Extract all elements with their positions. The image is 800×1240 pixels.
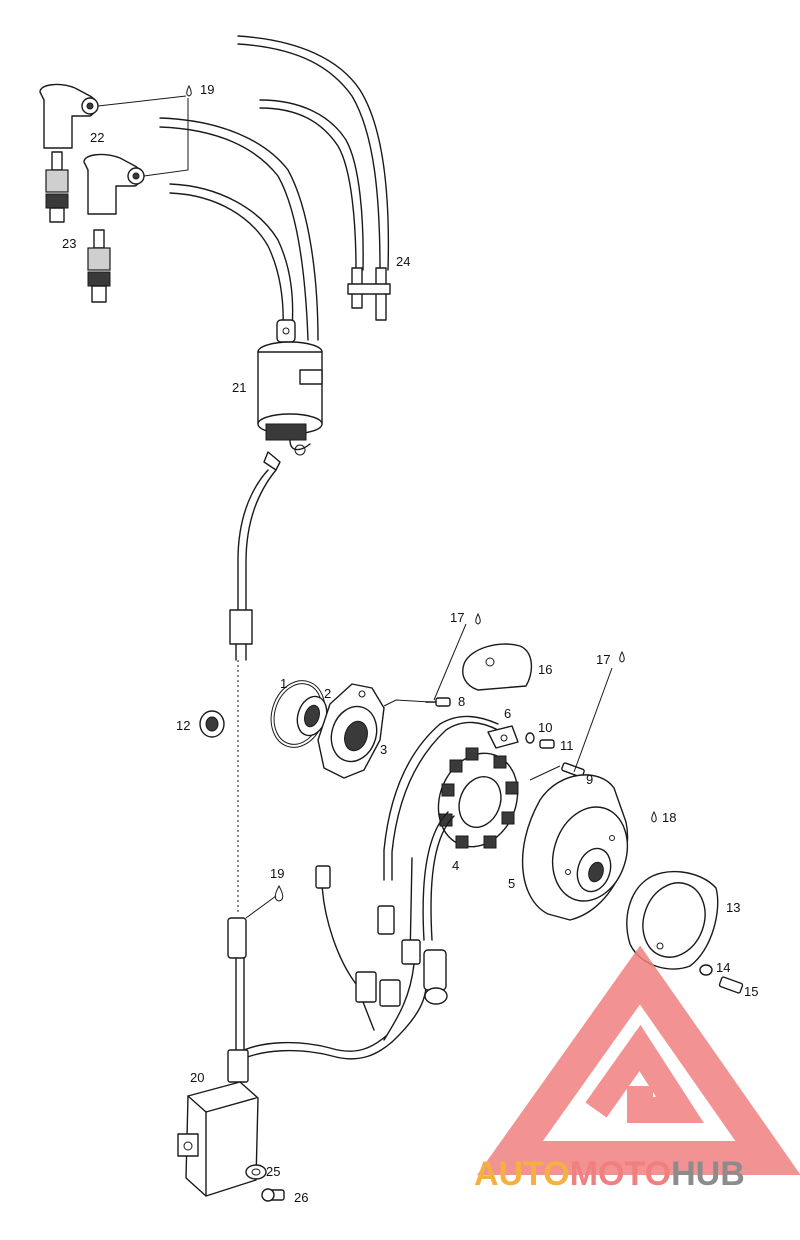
drop-icon	[475, 612, 481, 625]
callout-2: 2	[324, 686, 331, 701]
logo-text-auto: AUTO	[474, 1155, 570, 1193]
ignition-coil	[257, 319, 323, 471]
spark-plug-cap-1	[39, 83, 99, 149]
callout-13: 13	[726, 900, 740, 915]
callout-14: 14	[716, 960, 730, 975]
callout-3: 3	[380, 742, 387, 757]
stator-plate	[317, 683, 385, 779]
logo-text-moto: MOTO	[570, 1155, 671, 1193]
callout-15: 15	[744, 984, 758, 999]
spark-plug-2	[87, 229, 111, 303]
callout-12: 12	[176, 718, 190, 733]
ht-lead-set	[159, 35, 391, 341]
washer-25	[245, 1164, 267, 1180]
pickup-coil	[383, 715, 519, 881]
bolt-15	[718, 976, 744, 994]
callout-10: 10	[538, 720, 552, 735]
logo-text-hub: HUB	[671, 1155, 745, 1193]
callout-17a: 17	[450, 610, 464, 625]
watermark-text: AUTOMOTOHUB	[474, 1155, 745, 1193]
drop-icon	[274, 884, 284, 902]
grommet	[199, 710, 225, 738]
stator-harness	[235, 857, 448, 1063]
bolt-26	[261, 1188, 285, 1202]
callout-6: 6	[504, 706, 511, 721]
screw-9	[561, 762, 585, 778]
drop-icon	[651, 810, 657, 823]
callout-23: 23	[62, 236, 76, 251]
stator	[422, 747, 519, 941]
callout-26: 26	[294, 1190, 308, 1205]
spark-plug-1	[45, 151, 69, 223]
callout-8: 8	[458, 694, 465, 709]
callout-25: 25	[266, 1164, 280, 1179]
callout-19b: 19	[270, 866, 284, 881]
oil-seal	[296, 695, 328, 737]
screw-11	[539, 739, 555, 749]
callout-4: 4	[452, 858, 459, 873]
callout-18: 18	[662, 810, 676, 825]
callout-24: 24	[396, 254, 410, 269]
callout-16: 16	[538, 662, 552, 677]
callout-5: 5	[508, 876, 515, 891]
callout-labels: 1 2 3 4 5 6 8 9 10 11 12 13 14 15 16 17 …	[62, 82, 758, 1205]
callout-22: 22	[90, 130, 104, 145]
flywheel-rotor	[521, 774, 629, 921]
callout-20: 20	[190, 1070, 204, 1085]
callout-11: 11	[560, 738, 574, 753]
logo-triangle	[477, 945, 800, 1175]
callout-9: 9	[586, 772, 593, 787]
drop-icon	[619, 650, 625, 663]
washer-14	[699, 964, 713, 976]
callout-17b: 17	[596, 652, 610, 667]
drop-icons	[186, 84, 657, 902]
svg-text:AUTOMOTOHUB: AUTOMOTOHUB	[474, 1155, 745, 1193]
washer-10	[525, 732, 535, 744]
pickup-cover	[462, 643, 533, 691]
callout-21: 21	[232, 380, 246, 395]
watermark-logo	[477, 945, 800, 1175]
coil-wire	[229, 469, 277, 915]
logo-inner-mark	[585, 1024, 704, 1123]
flywheel-cover	[626, 870, 719, 970]
callout-19a: 19	[200, 82, 214, 97]
leader-lines	[97, 95, 613, 919]
callout-1: 1	[280, 676, 287, 691]
cdi-unit	[177, 917, 259, 1197]
spark-plug-cap-2	[83, 153, 145, 215]
drop-icon	[186, 84, 192, 97]
